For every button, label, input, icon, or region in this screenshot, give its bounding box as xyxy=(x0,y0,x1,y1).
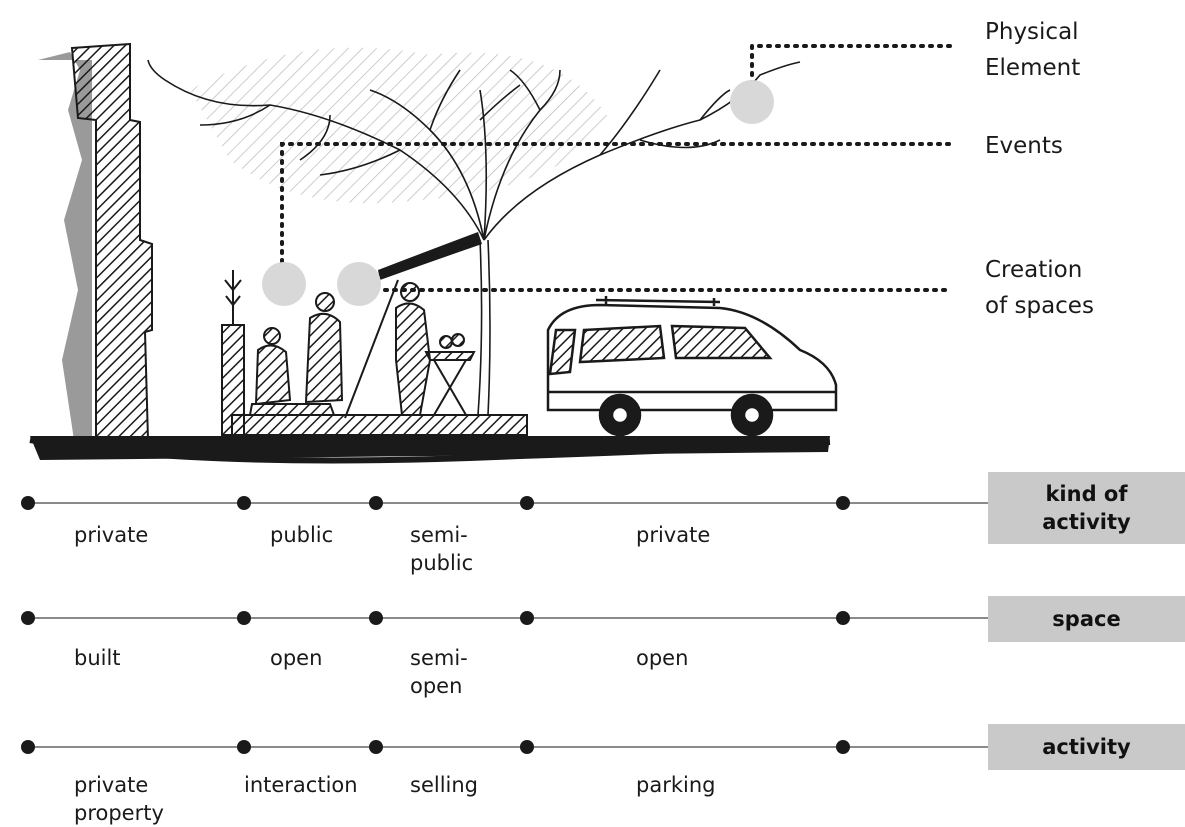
callout-creation-of-spaces: Creation of spaces xyxy=(985,257,1094,319)
timeline-node xyxy=(836,740,850,754)
timeline-node xyxy=(369,611,383,625)
timeline-node xyxy=(369,740,383,754)
row-label: interaction xyxy=(244,773,358,797)
sidewalk xyxy=(231,414,528,436)
canopy-shade xyxy=(190,47,610,204)
callout-physical-element: Physical Element xyxy=(985,19,1081,81)
row-label: parking xyxy=(636,773,716,797)
vendor xyxy=(395,282,476,416)
row-label: public xyxy=(270,523,334,547)
row-label: open xyxy=(270,646,323,670)
leader-events xyxy=(280,142,952,264)
callout-leaders xyxy=(280,44,952,292)
row-label: semi- public xyxy=(410,523,474,575)
row-label: private property xyxy=(74,773,164,825)
timeline-node xyxy=(237,496,251,510)
marker-events xyxy=(262,262,306,306)
leader-physical-element xyxy=(750,44,952,86)
timeline-row-2 xyxy=(21,611,988,625)
row-label: built xyxy=(74,646,121,670)
timeline-node xyxy=(21,740,35,754)
timeline-node xyxy=(369,496,383,510)
category-space: space xyxy=(988,596,1185,642)
timeline-node xyxy=(520,740,534,754)
timeline-row-1 xyxy=(21,496,988,510)
category-kind-of-activity: kind of activity xyxy=(988,472,1185,544)
timeline-node xyxy=(237,740,251,754)
building-wall xyxy=(38,42,153,441)
awning xyxy=(378,232,482,280)
timeline-node xyxy=(520,496,534,510)
marker-creation-of-spaces xyxy=(337,262,381,306)
callout-events: Events xyxy=(985,133,1063,159)
timeline-node xyxy=(836,611,850,625)
timeline-node xyxy=(836,496,850,510)
timeline-node xyxy=(520,611,534,625)
timeline-row-3 xyxy=(21,740,988,754)
planter xyxy=(221,324,245,436)
row-label: open xyxy=(636,646,689,670)
timeline-node xyxy=(21,496,35,510)
row-label: selling xyxy=(410,773,479,797)
timeline-node xyxy=(237,611,251,625)
parked-van xyxy=(546,296,838,437)
seated-people xyxy=(248,292,344,416)
timeline-node xyxy=(21,611,35,625)
row-label: semi- open xyxy=(410,646,468,698)
marker-physical-element xyxy=(730,80,774,124)
category-activity: activity xyxy=(988,724,1185,770)
row-label: private xyxy=(636,523,711,547)
row-label: private xyxy=(74,523,149,547)
